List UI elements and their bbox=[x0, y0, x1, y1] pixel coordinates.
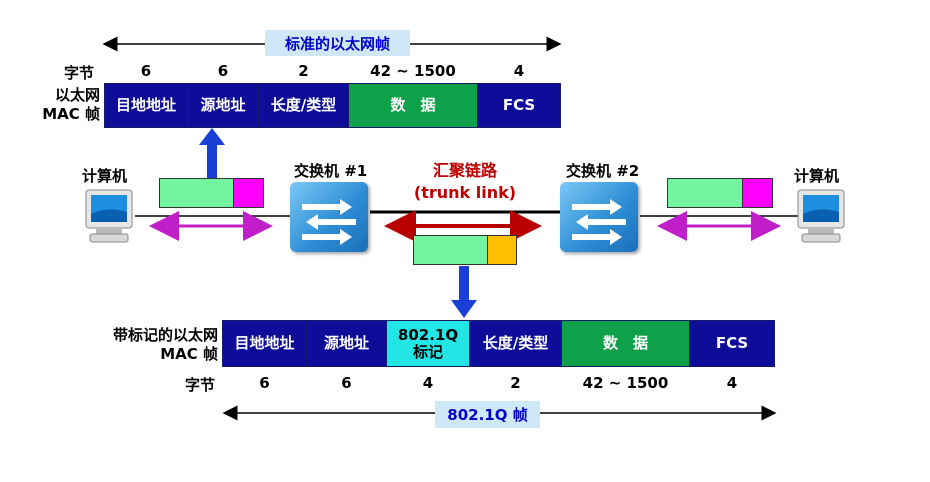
bottom-field-len: 长度/类型 bbox=[469, 320, 562, 367]
computer-left-icon bbox=[85, 189, 133, 243]
top-field-src: 源地址 bbox=[187, 83, 259, 128]
bottom-byte-row-label: 字节 bbox=[185, 376, 216, 394]
mini-frame-left bbox=[159, 178, 264, 208]
switch1-label: 交换机 #1 bbox=[294, 162, 368, 180]
switch2-icon bbox=[560, 182, 638, 252]
top-field-data: 数 据 bbox=[348, 83, 478, 128]
top-bytes-fcs: 4 bbox=[513, 62, 525, 80]
trunk-label: 汇聚链路 (trunk link) bbox=[380, 160, 550, 204]
bottom-frame-label-line1: 带标记的以太网 bbox=[112, 326, 218, 344]
bottom-bytes-len: 2 bbox=[510, 374, 521, 392]
top-title: 标准的以太网帧 bbox=[265, 30, 410, 56]
computer-left-label: 计算机 bbox=[82, 167, 128, 185]
bottom-field-data: 数 据 bbox=[561, 320, 690, 367]
top-field-len: 长度/类型 bbox=[258, 83, 349, 128]
top-frame-label: 以太网 MAC 帧 bbox=[36, 86, 100, 124]
bottom-frame-label-line2: MAC 帧 bbox=[160, 345, 218, 363]
down-arrow bbox=[451, 266, 477, 318]
bottom-bytes-dest: 6 bbox=[259, 374, 270, 392]
computer-right-icon bbox=[797, 189, 845, 243]
bottom-bytes-fcs: 4 bbox=[726, 374, 738, 392]
bottom-bytes-tag: 4 bbox=[422, 374, 434, 392]
bottom-field-src: 源地址 bbox=[306, 320, 387, 367]
trunk-label-line1: 汇聚链路 bbox=[432, 161, 497, 180]
bottom-bytes-data: 42 ~ 1500 bbox=[582, 374, 669, 392]
mini-frame-tagged bbox=[413, 235, 517, 265]
top-field-fcs: FCS bbox=[477, 83, 561, 128]
switch1-icon bbox=[290, 182, 368, 252]
bottom-field-dest: 目地地址 bbox=[222, 320, 307, 367]
top-bytes-dest: 6 bbox=[140, 62, 152, 80]
computer-right-label: 计算机 bbox=[794, 167, 840, 185]
trunk-label-line2: (trunk link) bbox=[413, 183, 517, 202]
bottom-field-tag: 802.1Q 标记 bbox=[386, 320, 470, 367]
top-bytes-src: 6 bbox=[217, 62, 229, 80]
bottom-frame-label: 带标记的以太网 MAC 帧 bbox=[96, 326, 218, 364]
bottom-field-fcs: FCS bbox=[689, 320, 775, 367]
switch2-label: 交换机 #2 bbox=[566, 162, 640, 180]
top-field-dest: 目地地址 bbox=[104, 83, 188, 128]
mini-frame-right bbox=[667, 178, 773, 208]
up-arrow bbox=[199, 128, 225, 178]
top-byte-row-label: 字节 bbox=[64, 64, 95, 82]
top-bytes-data: 42 ~ 1500 bbox=[370, 62, 456, 80]
top-bytes-len: 2 bbox=[298, 62, 309, 80]
bottom-title: 802.1Q 帧 bbox=[435, 401, 540, 428]
bottom-bytes-src: 6 bbox=[341, 374, 352, 392]
top-frame-label-line1: 以太网 bbox=[54, 86, 100, 104]
top-frame-label-line2: MAC 帧 bbox=[42, 105, 100, 123]
